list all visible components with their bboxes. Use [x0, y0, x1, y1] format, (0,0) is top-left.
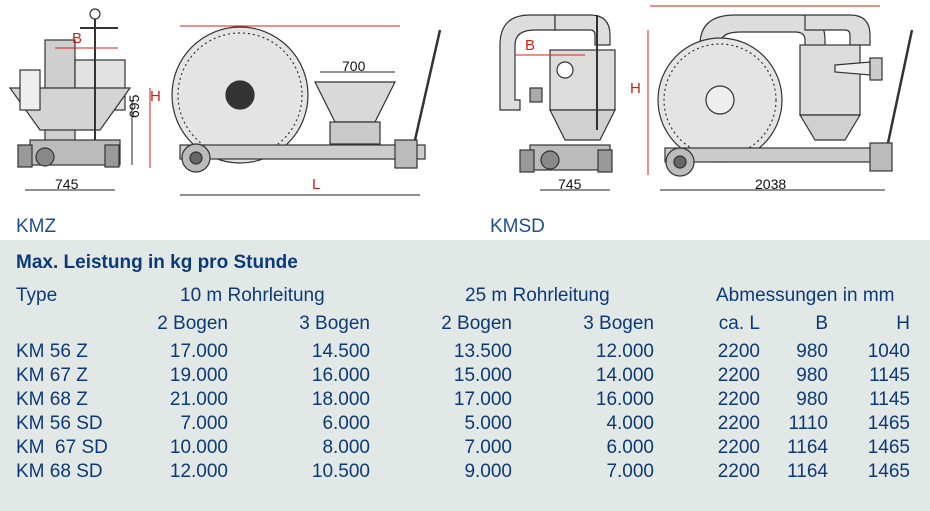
- value-cell: 21.000: [169, 389, 228, 410]
- value-cell: 16.000: [311, 365, 370, 386]
- kmsd-side-view: [499, 14, 616, 173]
- sub-header-cell: 2 Bogen: [441, 313, 512, 334]
- value-cell: 1465: [867, 461, 910, 482]
- value-cell: 2200: [717, 365, 760, 386]
- type-cell: KM 67 Z: [16, 365, 88, 386]
- value-cell: 14.000: [595, 365, 654, 386]
- value-cell: 2200: [717, 461, 760, 482]
- value-cell: 1465: [867, 413, 910, 434]
- sub-header-cell: 2 Bogen: [157, 313, 228, 334]
- kmz-label: KMZ: [16, 216, 57, 237]
- value-cell: 1465: [867, 437, 910, 458]
- kmz-front-view: [171, 26, 442, 173]
- sub-header-cell: 3 Bogen: [299, 313, 370, 334]
- value-cell: 12.000: [595, 341, 654, 362]
- value-cell: 15.000: [453, 365, 512, 386]
- kmsd-dim-b: B: [525, 37, 536, 54]
- value-cell: 12.000: [169, 461, 228, 482]
- value-cell: 17.000: [453, 389, 512, 410]
- kmz-dim-700: 700: [342, 58, 366, 74]
- table-title: Max. Leistung in kg pro Stunde: [16, 252, 298, 273]
- value-cell: 19.000: [169, 365, 228, 386]
- kmsd-label: KMSD: [490, 216, 545, 237]
- technical-drawings: [8, 5, 914, 196]
- type-cell: KM 68 Z: [16, 389, 88, 410]
- value-cell: 18.000: [311, 389, 370, 410]
- value-cell: 6.000: [606, 437, 654, 458]
- sub-header-cell: ca. L: [718, 313, 760, 334]
- value-cell: 2200: [717, 389, 760, 410]
- kmz-side-dimensions: [55, 47, 151, 168]
- kmsd-dim-745: 745: [558, 176, 582, 192]
- value-cell: 2200: [717, 437, 760, 458]
- value-cell: 1145: [869, 365, 910, 386]
- value-cell: 10.000: [169, 437, 228, 458]
- value-cell: 2200: [717, 413, 760, 434]
- value-cell: 980: [796, 365, 828, 386]
- kmsd-dim-2038: 2038: [755, 176, 787, 192]
- value-cell: 6.000: [322, 413, 370, 434]
- value-cell: 7.000: [606, 461, 654, 482]
- value-cell: 1164: [787, 461, 828, 482]
- value-cell: 17.000: [169, 341, 228, 362]
- kmsd-front-view: [657, 14, 914, 177]
- header-dimensions: Abmessungen in mm: [716, 285, 895, 306]
- type-cell: KM 56 Z: [16, 341, 88, 362]
- kmz-dim-745: 745: [55, 176, 79, 192]
- kmz-dim-b: B: [72, 30, 83, 47]
- value-cell: 980: [796, 341, 828, 362]
- value-cell: 7.000: [464, 437, 512, 458]
- value-cell: 16.000: [595, 389, 654, 410]
- sub-header-cell: B: [815, 313, 828, 334]
- value-cell: 1164: [787, 437, 828, 458]
- type-cell: KM 68 SD: [16, 461, 103, 482]
- kmz-side-view: [8, 8, 132, 168]
- header-10m: 10 m Rohrleitung: [180, 285, 325, 306]
- kmz-dim-l: L: [312, 176, 321, 193]
- value-cell: 1145: [869, 389, 910, 410]
- value-cell: 13.500: [453, 341, 512, 362]
- value-cell: 980: [796, 389, 828, 410]
- sub-header-cell: 3 Bogen: [583, 313, 654, 334]
- value-cell: 2200: [717, 341, 760, 362]
- header-type: Type: [16, 285, 58, 306]
- value-cell: 9.000: [464, 461, 512, 482]
- value-cell: 8.000: [322, 437, 370, 458]
- value-cell: 7.000: [180, 413, 228, 434]
- drawings-area: KMZ KMSD B H L 695 745 700 B H 745 2038: [0, 0, 930, 240]
- value-cell: 5.000: [464, 413, 512, 434]
- value-cell: 10.500: [311, 461, 370, 482]
- performance-table: Max. Leistung in kg pro Stunde Type 10 m…: [0, 240, 930, 511]
- kmsd-dim-h: H: [630, 80, 641, 97]
- type-cell: KM 67 SD: [16, 437, 108, 458]
- value-cell: 14.500: [311, 341, 370, 362]
- value-cell: 1110: [788, 413, 828, 434]
- sub-header-cell: H: [896, 313, 910, 334]
- type-cell: KM 56 SD: [16, 413, 103, 434]
- value-cell: 1040: [867, 341, 910, 362]
- kmz-dim-695: 695: [126, 94, 142, 118]
- kmz-dim-h: H: [150, 88, 161, 105]
- header-25m: 25 m Rohrleitung: [465, 285, 610, 306]
- value-cell: 4.000: [606, 413, 654, 434]
